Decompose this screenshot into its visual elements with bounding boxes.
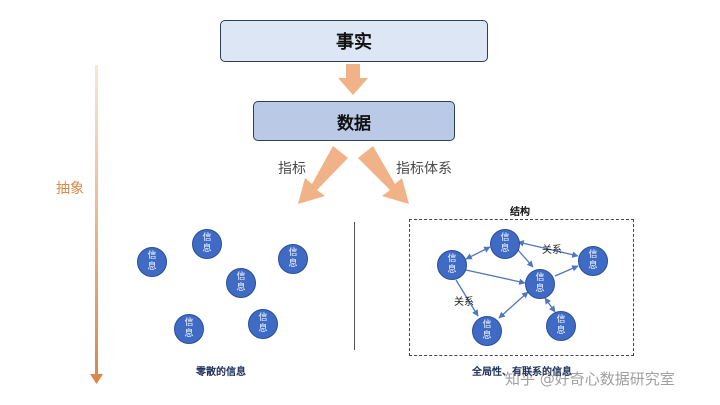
scattered-node: 信息 (248, 309, 278, 339)
edge-n3-n4 (554, 265, 579, 277)
structured-caption: 全局性、有联系的信息 (472, 367, 572, 378)
branch-left-arrow (298, 146, 348, 204)
abstraction-arrow-head (90, 374, 103, 384)
branch-right-arrow (358, 146, 409, 204)
fact-box-label: 事实 (336, 32, 372, 53)
data-box-label: 数据 (337, 113, 371, 134)
scattered-node: 信息 (226, 268, 256, 298)
relation-label: 关系 (454, 297, 474, 308)
scattered-node: 信息 (278, 244, 308, 274)
structure-node: 信息 (437, 250, 467, 280)
fact-to-data-arrow (338, 64, 368, 95)
watermark: 知乎 @好奇心数据研究室 (505, 370, 675, 388)
abstraction-arrow-shaft (95, 65, 98, 377)
fact-box: 事实 (220, 20, 488, 62)
edge-n1-n5 (455, 279, 479, 317)
edge-n1-n2 (465, 246, 491, 260)
structure-node: 信息 (525, 269, 555, 299)
structure-frame (409, 219, 634, 356)
edge-n2-n4 (517, 240, 579, 258)
edge-n3-n6 (544, 297, 556, 313)
branch-left-label: 指标 (278, 161, 306, 177)
structure-node: 信息 (490, 229, 520, 259)
branch-right-label: 指标体系 (396, 161, 452, 177)
scattered-caption: 零散的信息 (196, 367, 246, 378)
scattered-node: 信息 (192, 229, 222, 259)
data-box: 数据 (253, 101, 455, 141)
edge-n3-n5 (498, 291, 529, 319)
abstraction-label: 抽象 (56, 181, 84, 197)
scattered-node: 信息 (174, 314, 204, 344)
relation-label: 关系 (542, 245, 562, 256)
structure-title: 结构 (510, 207, 530, 218)
scattered-node: 信息 (137, 247, 167, 277)
structure-node: 信息 (546, 311, 576, 341)
structure-node: 信息 (472, 316, 502, 346)
edge-n1-n3 (465, 269, 526, 285)
structure-node: 信息 (578, 246, 608, 276)
section-divider (354, 222, 355, 350)
